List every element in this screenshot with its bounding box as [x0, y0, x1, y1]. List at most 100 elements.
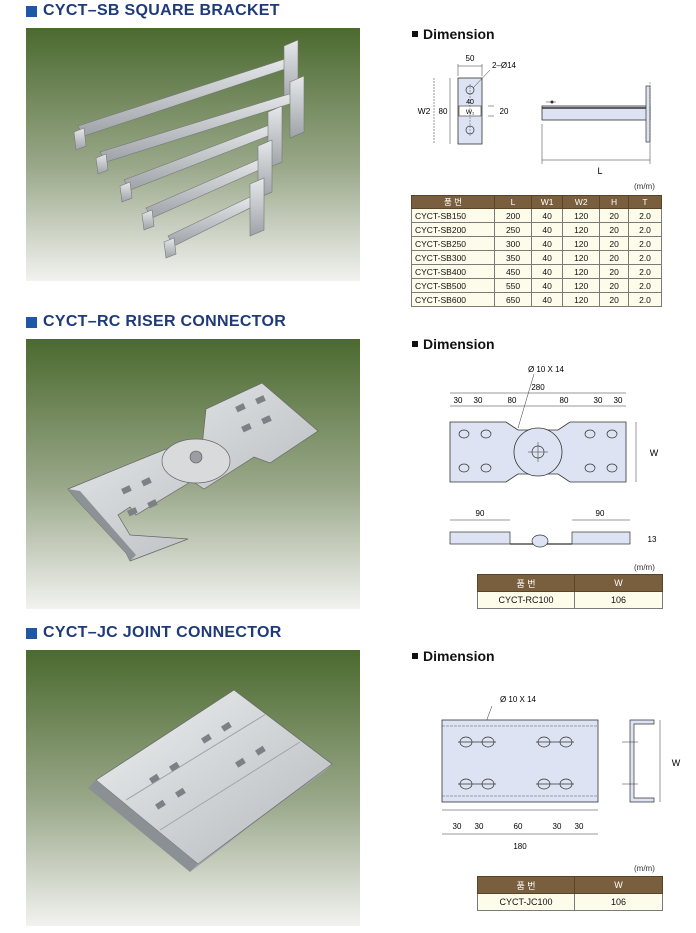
- bullet-square-icon: [26, 316, 37, 328]
- dim-total: 280: [531, 383, 545, 392]
- table-cell: 20: [599, 292, 630, 307]
- table-cell: CYCT-SB250: [411, 236, 495, 251]
- table-cell: 2.0: [628, 278, 662, 293]
- table-header-model: 품 번: [477, 876, 575, 894]
- table-cell: 2.0: [628, 264, 662, 279]
- dim-top-width: 50: [466, 54, 475, 63]
- table-cell: 20: [599, 250, 630, 265]
- table-header-l: L: [493, 195, 533, 209]
- dim-w-label: W₁: [466, 109, 475, 116]
- table-header-t: T: [628, 195, 662, 209]
- unit-label-sb: (m/m): [634, 182, 655, 191]
- dim-80: 80: [560, 396, 569, 405]
- table-cell: 120: [562, 250, 601, 265]
- dim-hole-note: 2–Ø14: [492, 61, 517, 70]
- table-cell: 2.0: [628, 250, 662, 265]
- table-cell: 20: [599, 264, 630, 279]
- table-row: CYCT-SB200 250 40 120 20 2.0: [411, 222, 662, 237]
- table-header-row: 품 번 L W1 W2 H T: [411, 195, 662, 209]
- dim-hole-note: Ø 10 X 14: [528, 365, 565, 374]
- section-title-text: CYCT–RC RISER CONNECTOR: [43, 313, 287, 330]
- table-cell: 40: [531, 236, 564, 251]
- table-cell: 40: [531, 250, 564, 265]
- table-cell: 40: [531, 222, 564, 237]
- table-cell: 120: [562, 292, 601, 307]
- dim-height: 80: [439, 107, 448, 116]
- bullet-icon: [412, 653, 418, 659]
- dimension-label-text: Dimension: [423, 26, 495, 42]
- table-row: CYCT-SB500 550 40 120 20 2.0: [411, 278, 662, 293]
- table-cell: 40: [531, 278, 564, 293]
- dim-side-left: 90: [476, 509, 485, 518]
- dim-80: 80: [508, 396, 517, 405]
- dim-30: 30: [553, 822, 562, 831]
- spec-table-rc: 품 번 W CYCT-RC100 106: [477, 574, 663, 609]
- table-cell: 20: [599, 236, 630, 251]
- drawing-joint-connector: Ø 10 X 14 W 30 30 60 30 30 180: [441, 695, 681, 851]
- table-cell: 450: [493, 264, 533, 279]
- dim-w2-label: W2: [418, 106, 431, 116]
- table-cell: 2.0: [628, 236, 662, 251]
- dim-30: 30: [594, 396, 603, 405]
- table-row: CYCT-SB400 450 40 120 20 2.0: [411, 264, 662, 279]
- dim-flange: 20: [500, 107, 509, 116]
- dim-30: 30: [453, 822, 462, 831]
- table-cell: CYCT-SB200: [411, 222, 495, 237]
- dim-side-right: 90: [596, 509, 605, 518]
- table-cell: 550: [493, 278, 533, 293]
- dimension-label-text: Dimension: [423, 336, 495, 352]
- unit-label-jc: (m/m): [634, 864, 655, 873]
- dim-w-label: W: [650, 448, 659, 458]
- table-header-h: H: [599, 195, 630, 209]
- dimension-label-jc: Dimension: [412, 648, 495, 664]
- dim-inner-w1: 40: [466, 99, 474, 106]
- table-row: CYCT-RC100 106: [477, 591, 663, 609]
- table-cell: CYCT-SB150: [411, 208, 495, 223]
- table-header-w1: W1: [531, 195, 564, 209]
- table-cell: CYCT-SB600: [411, 292, 495, 307]
- table-header-model: 품 번: [477, 574, 575, 592]
- table-header-row: 품 번 W: [477, 876, 663, 894]
- dimension-label-text: Dimension: [423, 648, 495, 664]
- section-title-joint-connector: CYCT–JC JOINT CONNECTOR: [26, 624, 282, 642]
- dim-30: 30: [475, 822, 484, 831]
- table-header-w: W: [574, 574, 663, 592]
- table-cell: 200: [493, 208, 533, 223]
- table-cell: CYCT-SB400: [411, 264, 495, 279]
- bullet-icon: [412, 341, 418, 347]
- table-cell: CYCT-JC100: [477, 893, 575, 911]
- table-cell: 40: [531, 264, 564, 279]
- table-cell: 250: [493, 222, 533, 237]
- section-title-riser-connector: CYCT–RC RISER CONNECTOR: [26, 313, 286, 331]
- unit-label-rc: (m/m): [634, 563, 655, 572]
- table-cell: 2.0: [628, 208, 662, 223]
- photo-riser-connector: [26, 339, 360, 609]
- section-title-square-bracket: CYCT–SB SQUARE BRACKET: [26, 2, 280, 20]
- table-cell: 20: [599, 278, 630, 293]
- photo-joint-connector: [26, 650, 360, 926]
- table-cell: 20: [599, 222, 630, 237]
- table-row: CYCT-SB300 350 40 120 20 2.0: [411, 250, 662, 265]
- table-cell: 120: [562, 208, 601, 223]
- dim-hole-note: Ø 10 X 14: [500, 695, 537, 704]
- dim-length-label: L: [597, 166, 602, 176]
- dim-30: 30: [614, 396, 623, 405]
- dim-w-label: W: [672, 758, 681, 768]
- table-header-w: W: [574, 876, 663, 894]
- table-cell: CYCT-SB300: [411, 250, 495, 265]
- table-cell: 300: [493, 236, 533, 251]
- dimension-label-rc: Dimension: [412, 336, 495, 352]
- table-cell: 106: [574, 893, 663, 911]
- table-row: CYCT-JC100 106: [477, 893, 663, 911]
- drawing-square-bracket: 50 2–Ø14 40 W₁ W2 80 20 L: [418, 54, 651, 176]
- table-cell: CYCT-SB500: [411, 278, 495, 293]
- section-title-text: CYCT–JC JOINT CONNECTOR: [43, 624, 282, 641]
- section-title-text: CYCT–SB SQUARE BRACKET: [43, 2, 280, 19]
- table-row: CYCT-SB600 650 40 120 20 2.0: [411, 292, 662, 307]
- table-cell: CYCT-RC100: [477, 591, 575, 609]
- drawing-riser-connector: Ø 10 X 14 280 30 30 80 80 30 30 W 90 90 …: [449, 365, 659, 548]
- table-header-row: 품 번 W: [477, 574, 663, 592]
- dimension-label-sb: Dimension: [412, 26, 495, 42]
- bullet-icon: [412, 31, 418, 37]
- dim-total: 180: [513, 842, 527, 851]
